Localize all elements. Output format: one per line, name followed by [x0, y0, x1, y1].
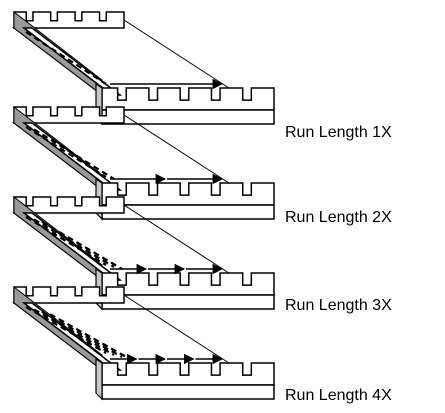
run-path [33, 128, 115, 180]
run-path [49, 313, 131, 360]
run-path [25, 306, 107, 354]
front-rail [101, 182, 275, 206]
plane-edge [123, 114, 233, 186]
back-rail [13, 11, 125, 29]
panel-2 [12, 105, 275, 221]
panel-1 [12, 10, 275, 126]
front-rail [101, 362, 275, 386]
front-rail-end [95, 357, 103, 401]
panel-4 [12, 285, 275, 401]
front-rail-base [101, 384, 275, 400]
run-length-label-1: Run Length 1X [285, 124, 392, 141]
panel-3 [12, 195, 275, 311]
plane-edge [123, 204, 233, 276]
run-path [33, 218, 115, 268]
front-rail [101, 272, 275, 296]
plane-edge [123, 294, 233, 366]
plane-edge [123, 19, 233, 91]
run-length-label-4: Run Length 4X [285, 387, 392, 404]
run-length-label-3: Run Length 3X [285, 297, 392, 314]
back-rail [13, 106, 125, 124]
front-rail [101, 87, 275, 111]
run-path [25, 216, 107, 266]
back-rail [13, 286, 125, 304]
run-path [41, 310, 123, 358]
run-length-label-2: Run Length 2X [285, 209, 392, 226]
run-path [41, 220, 123, 270]
run-path [33, 308, 115, 356]
run-path [25, 31, 107, 85]
back-rail [13, 196, 125, 214]
run-path [25, 126, 107, 178]
